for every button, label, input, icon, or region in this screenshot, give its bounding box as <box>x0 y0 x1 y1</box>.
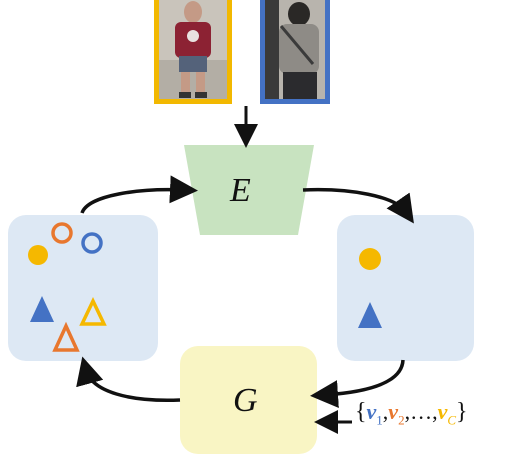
arrow-generator-to-left <box>76 356 181 402</box>
vector-v2: v <box>388 399 399 424</box>
person-photo-2 <box>260 0 330 104</box>
arrow-left-to-encoder <box>80 175 198 214</box>
arrow-encoder-to-right <box>302 187 414 224</box>
vector-vc-subscript: C <box>447 412 456 428</box>
yellow-hollow-triangle <box>79 296 107 326</box>
right-blue-filled-triangle <box>358 302 382 328</box>
person-photo-2-image <box>265 0 325 99</box>
yellow-filled-circle <box>28 245 48 265</box>
vector-v2-subscript: 2 <box>398 412 405 428</box>
person-photo-1 <box>154 0 232 104</box>
vector-vc: v <box>437 399 448 424</box>
blue-hollow-circle <box>81 232 103 254</box>
encoder-block <box>184 145 314 235</box>
right-yellow-filled-circle <box>359 248 381 270</box>
ellipsis: ,…, <box>404 399 438 424</box>
close-brace: } <box>456 399 468 425</box>
orange-hollow-circle <box>51 222 73 244</box>
vector-v1: v <box>366 399 377 424</box>
open-brace: { <box>355 399 367 425</box>
person-photo-1-image <box>159 0 227 99</box>
generator-box <box>180 346 317 454</box>
comma-1: , <box>382 399 389 424</box>
condition-vector-set: {v1,v2,…,vC} <box>355 400 468 426</box>
arrow-right-to-generator <box>310 359 405 409</box>
orange-hollow-triangle <box>52 321 80 352</box>
right-feature-panel <box>337 215 474 361</box>
blue-filled-triangle <box>30 296 54 322</box>
encoder-label: E <box>230 172 251 209</box>
generator-label: G <box>233 382 258 419</box>
vector-v1-subscript: 1 <box>376 412 383 428</box>
